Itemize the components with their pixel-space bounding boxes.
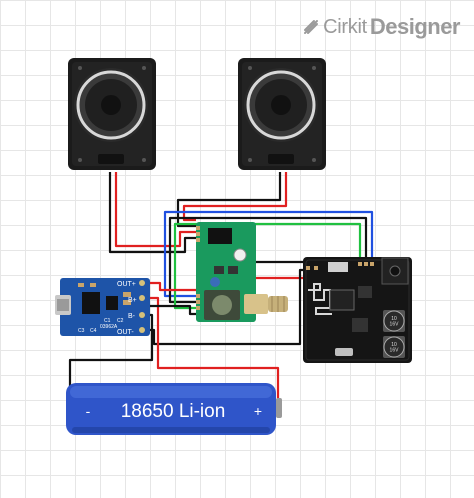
wire-audio-green — [173, 222, 362, 310]
crystal — [335, 348, 353, 356]
wire-right-speaker-red — [182, 172, 288, 222]
charger-label-c2: C2 — [117, 318, 124, 324]
speaker-right[interactable] — [238, 58, 326, 170]
battery-minus-label: - — [86, 403, 91, 419]
wire-left-speaker-red — [114, 172, 196, 248]
wire-charger-out-plus — [148, 281, 196, 292]
potentiometer-shaft — [244, 294, 268, 314]
battery-label: 18650 Li-ion — [121, 401, 226, 422]
amplifier-module[interactable] — [196, 222, 288, 322]
speaker-left[interactable] — [68, 58, 156, 170]
battery-18650[interactable]: 18650 Li-ion - + — [66, 383, 282, 435]
charger-label-c3: C3 — [78, 328, 85, 334]
logo-text-designer: Designer — [369, 14, 461, 39]
bt-antenna — [308, 283, 332, 315]
charger-label-c4: C4 — [90, 328, 97, 334]
logo-text-cirkit: Cirkit — [323, 15, 367, 38]
wire-audio-black — [168, 216, 368, 304]
bt-usb-port — [328, 262, 348, 272]
charger-label-b-minus: B- — [128, 313, 136, 320]
charger-label-b-plus: B+ — [128, 297, 137, 304]
charger-label-out-minus: OUT- — [117, 329, 134, 336]
battery-plus-label: + — [254, 403, 262, 419]
charger-label-code: 03962A — [100, 324, 118, 330]
wire-amp-ground — [140, 304, 196, 316]
cirkit-designer-logo: Cirkit Designer — [302, 14, 461, 40]
wire-left-speaker-black — [108, 172, 196, 254]
cirkit-logo-icon — [304, 20, 319, 34]
charger-label-c1: C1 — [104, 318, 111, 324]
wire-right-speaker-black — [176, 172, 282, 228]
audio-jack — [381, 257, 409, 285]
charger-module[interactable]: OUT+ B+ B- OUT- C1 C2 C3 C4 03962A — [55, 278, 150, 336]
amp-chip — [208, 228, 232, 244]
charger-ic — [82, 292, 100, 314]
charger-label-out-plus: OUT+ — [117, 281, 136, 288]
